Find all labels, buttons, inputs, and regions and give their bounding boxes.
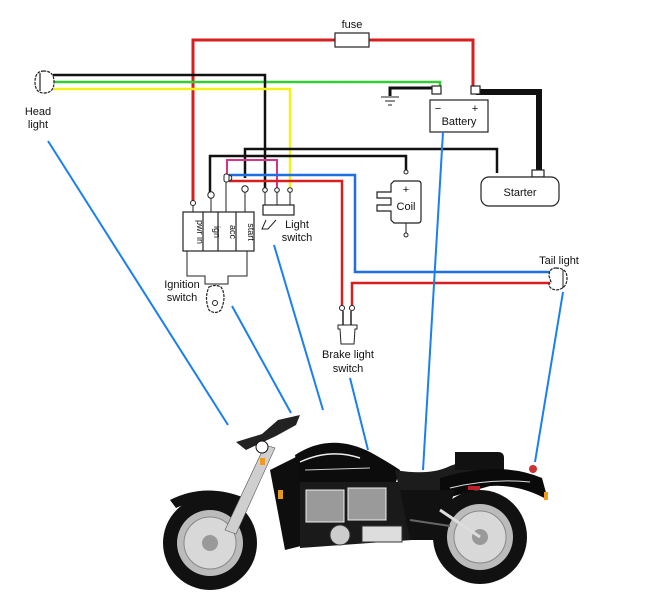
battery: − + Battery <box>429 85 489 133</box>
light-switch-label-line1: Light <box>285 219 309 231</box>
ground-symbol-icon <box>381 96 399 106</box>
headlight-label-line2: light <box>28 119 48 131</box>
wire-power-main <box>191 38 475 202</box>
switch-lever-icon <box>261 219 277 230</box>
pointer-battery <box>422 131 444 471</box>
light-switch-label-line2: switch <box>282 232 313 244</box>
starter-label: Starter <box>503 187 536 199</box>
battery-positive-label: + <box>472 103 478 115</box>
key-cylinder-icon <box>205 284 225 314</box>
wire-start-to-starter <box>243 147 499 178</box>
light-switch: Light switch <box>261 187 313 244</box>
starter: Starter <box>480 169 560 207</box>
pointer-ignition-switch <box>231 305 292 414</box>
pointer-headlight <box>47 140 229 426</box>
battery-negative-label: − <box>435 103 441 115</box>
acc-junction <box>223 173 230 183</box>
ignition-coil: + Coil <box>376 169 422 238</box>
fuse: fuse <box>334 19 370 48</box>
taillight: Tail light <box>539 255 579 291</box>
ignition-terminal-acc: acc <box>228 225 238 240</box>
coil-positive-label: + <box>403 184 409 196</box>
headlight: Head light <box>25 70 55 131</box>
wire-headlight-green <box>53 80 442 92</box>
wire-headlight-black <box>53 73 267 190</box>
taillight-label: Tail light <box>539 255 579 267</box>
coil-label: Coil <box>397 201 416 213</box>
wire-brake-red-2 <box>350 281 550 306</box>
motorcycle-image <box>163 415 548 590</box>
wire-ground <box>388 86 439 96</box>
wire-tail-blue <box>229 173 550 274</box>
ignition-terminal-start: start <box>246 223 256 241</box>
ignition-switch-label-line2: switch <box>167 292 198 304</box>
pointer-brake-switch <box>349 377 369 451</box>
brake-switch-label-line2: switch <box>333 363 364 375</box>
headlight-label-line1: Head <box>25 106 51 118</box>
ignition-terminal-pwr-in: pwr in <box>195 220 205 244</box>
wire-ign-to-coil <box>208 154 408 193</box>
pointer-taillight <box>534 291 564 463</box>
ignition-terminal-ign: ign <box>212 226 222 238</box>
ignition-switch-label-line1: Ignition <box>164 279 199 291</box>
wire-starter-cable <box>476 89 542 172</box>
wire-brake-red-1 <box>229 179 344 306</box>
brake-switch-label-line1: Brake light <box>322 349 374 361</box>
fuse-label: fuse <box>342 19 363 31</box>
ignition-switch: pwr in ign acc start Ignition switch <box>164 174 256 314</box>
battery-label: Battery <box>442 116 477 128</box>
pointer-light-switch <box>273 244 324 411</box>
brake-light-switch: Brake light switch <box>322 305 374 375</box>
